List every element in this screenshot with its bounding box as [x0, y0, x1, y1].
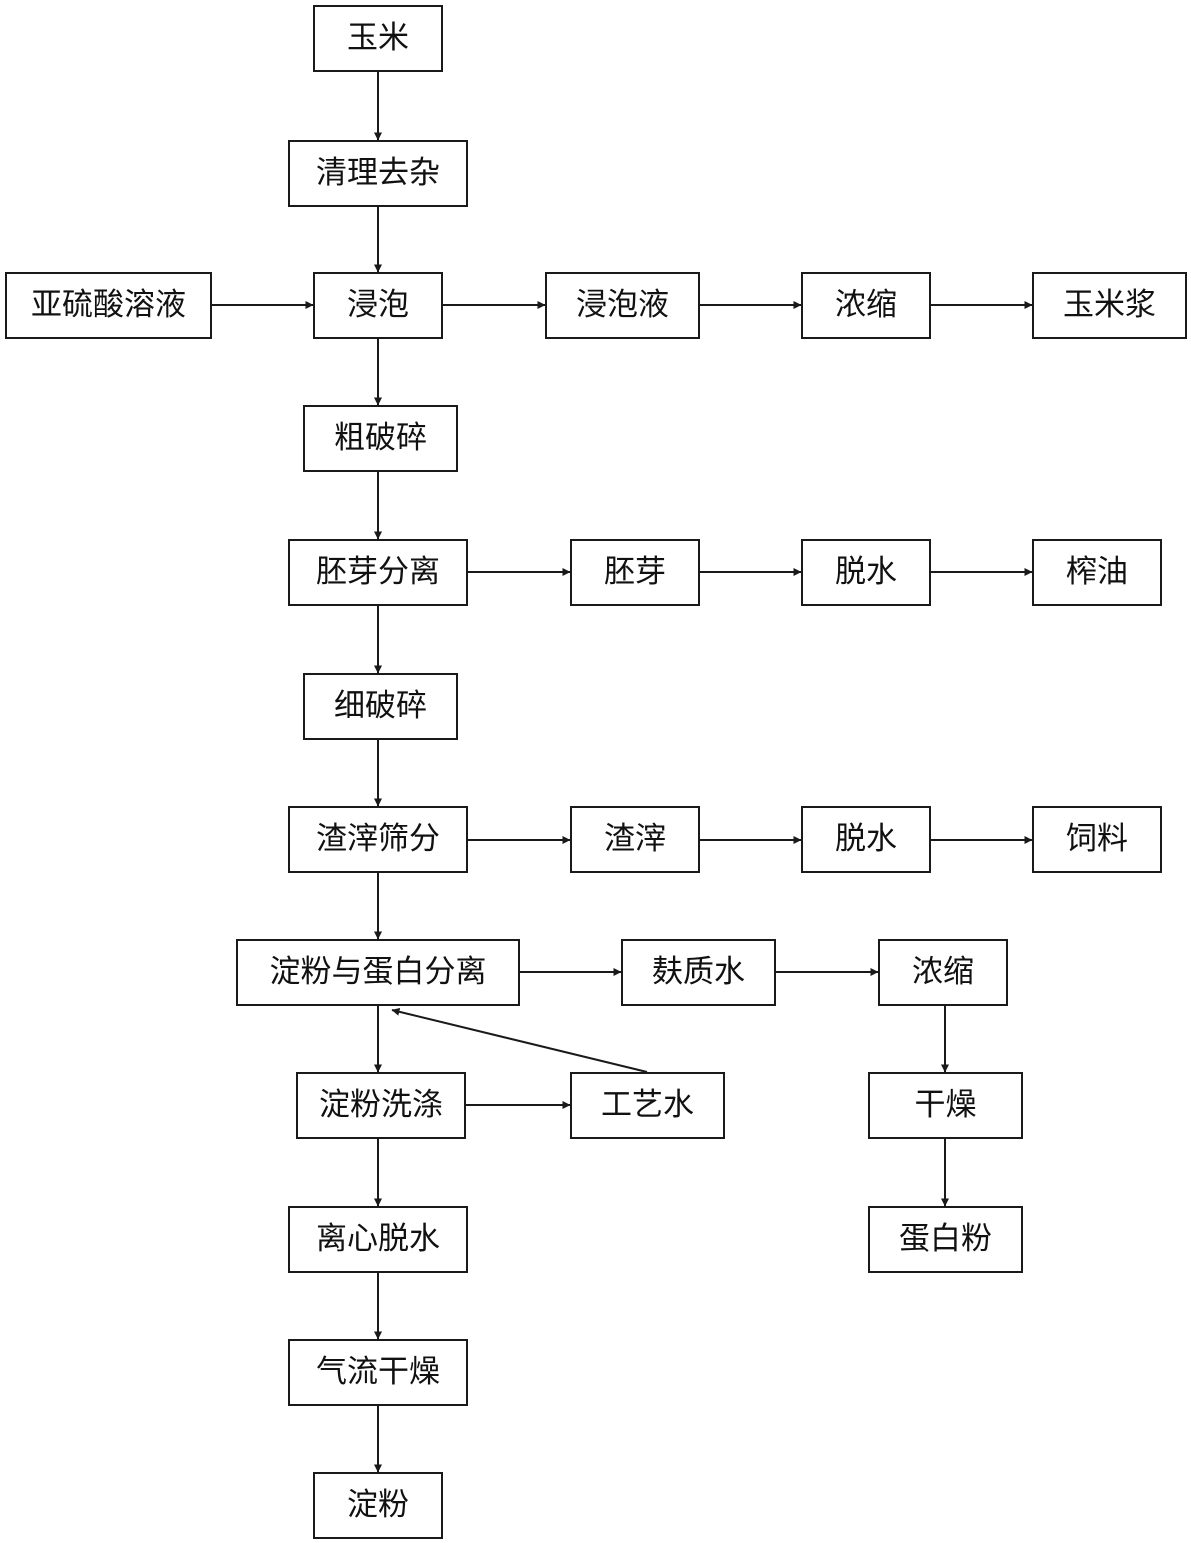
- node-starch-washing: 淀粉洗涤: [296, 1072, 466, 1139]
- node-corn-steep-liquor: 玉米浆: [1032, 272, 1187, 339]
- node-corn: 玉米: [313, 5, 443, 72]
- node-concentrate-1: 浓缩: [801, 272, 931, 339]
- node-fine-crushing: 细破碎: [303, 673, 458, 740]
- node-germ-separation: 胚芽分离: [288, 539, 468, 606]
- node-drying: 干燥: [868, 1072, 1023, 1139]
- node-feed: 饲料: [1032, 806, 1162, 873]
- arrow-process-water-to-separation: [391, 1007, 648, 1073]
- node-sulfite-solution: 亚硫酸溶液: [5, 272, 212, 339]
- node-centrifugal-dehydration: 离心脱水: [288, 1206, 468, 1273]
- node-gluten-water: 麸质水: [621, 939, 776, 1006]
- node-dehydration-2: 脱水: [801, 806, 931, 873]
- node-cleaning: 清理去杂: [288, 140, 468, 207]
- node-oil-pressing: 榨油: [1032, 539, 1162, 606]
- node-residue: 渣滓: [570, 806, 700, 873]
- node-starch: 淀粉: [313, 1472, 443, 1539]
- node-flash-drying: 气流干燥: [288, 1339, 468, 1406]
- node-coarse-crushing: 粗破碎: [303, 405, 458, 472]
- node-steep-liquor: 浸泡液: [545, 272, 700, 339]
- node-germ: 胚芽: [570, 539, 700, 606]
- node-starch-protein-separation: 淀粉与蛋白分离: [236, 939, 520, 1006]
- node-dehydration-1: 脱水: [801, 539, 931, 606]
- node-residue-screening: 渣滓筛分: [288, 806, 468, 873]
- node-process-water: 工艺水: [570, 1072, 725, 1139]
- node-protein-powder: 蛋白粉: [868, 1206, 1023, 1273]
- node-steeping: 浸泡: [313, 272, 443, 339]
- node-concentrate-2: 浓缩: [878, 939, 1008, 1006]
